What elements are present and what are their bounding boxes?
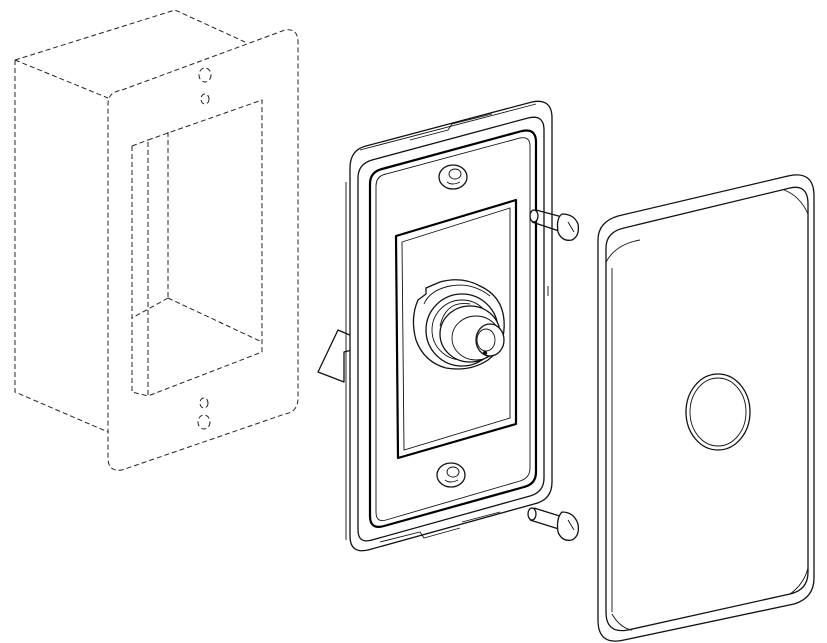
cover-knob-opening <box>685 373 751 451</box>
volume-control-module <box>317 100 553 552</box>
screw-top <box>529 209 580 241</box>
flange-screw-slot-top <box>198 67 212 105</box>
wall-box <box>14 9 299 471</box>
module-screw-hole-top <box>438 164 468 190</box>
screw-bottom <box>527 507 580 541</box>
cover-plate <box>597 174 815 642</box>
volume-knob <box>412 279 505 370</box>
flange-screw-slot-bottom <box>197 397 211 430</box>
module-screw-hole-bottom <box>436 462 466 488</box>
